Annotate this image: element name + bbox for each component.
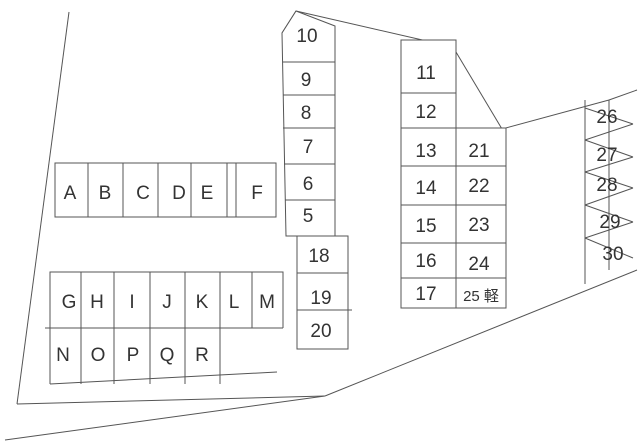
space-15-label: 15 [415, 216, 436, 237]
space-f-label: F [251, 183, 263, 204]
space-g-label: G [62, 292, 77, 313]
space-10-label: 10 [296, 26, 317, 47]
space-o-label: O [91, 345, 106, 366]
space-labels: 10 9 8 7 6 5 11 12 13 14 15 16 17 21 22 … [56, 26, 623, 366]
space-5-label: 5 [303, 206, 314, 227]
space-p-label: P [127, 345, 140, 366]
space-14-label: 14 [415, 178, 437, 199]
space-l-label: L [229, 292, 240, 313]
space-19-label: 19 [310, 288, 331, 309]
space-21-label: 21 [468, 141, 489, 162]
space-d-label: D [172, 183, 186, 204]
space-n-label: N [56, 345, 70, 366]
space-25-kei-label: 25 軽 [463, 288, 499, 305]
stall-block-21-25 [455, 127, 507, 309]
space-28-label: 28 [596, 175, 617, 196]
stall-block-5-10 [281, 10, 336, 237]
space-8-label: 8 [301, 103, 312, 124]
space-16-label: 16 [415, 251, 436, 272]
space-c-label: C [136, 183, 150, 204]
stall-block-26-30 [584, 100, 634, 284]
space-23-label: 23 [468, 215, 489, 236]
space-11-label: 11 [416, 63, 436, 84]
space-13-label: 13 [415, 141, 436, 162]
space-24-label: 24 [468, 254, 490, 275]
space-h-label: H [90, 292, 104, 313]
lot-boundary [4, 10, 638, 441]
space-j-label: J [162, 292, 172, 313]
space-a-label: A [64, 183, 77, 204]
stall-block-18-20 [296, 235, 352, 350]
space-7-label: 7 [303, 137, 314, 158]
space-12-label: 12 [415, 102, 436, 123]
space-26-label: 26 [596, 107, 617, 128]
space-6-label: 6 [303, 174, 314, 195]
space-20-label: 20 [310, 321, 331, 342]
space-e-label: E [201, 183, 214, 204]
space-18-label: 18 [308, 246, 329, 267]
stall-block-g-r [45, 271, 284, 385]
space-27-label: 27 [596, 145, 617, 166]
stall-block-11-17 [400, 39, 457, 309]
space-22-label: 22 [468, 176, 489, 197]
stall-block-a-f [54, 162, 277, 218]
space-b-label: B [99, 183, 112, 204]
space-17-label: 17 [415, 284, 436, 305]
space-29-label: 29 [599, 212, 620, 233]
space-9-label: 9 [301, 70, 312, 91]
space-r-label: R [195, 345, 209, 366]
space-30-label: 30 [602, 244, 623, 265]
space-k-label: K [196, 292, 209, 313]
space-i-label: I [129, 292, 134, 313]
space-q-label: Q [160, 345, 175, 366]
space-m-label: M [259, 292, 275, 313]
